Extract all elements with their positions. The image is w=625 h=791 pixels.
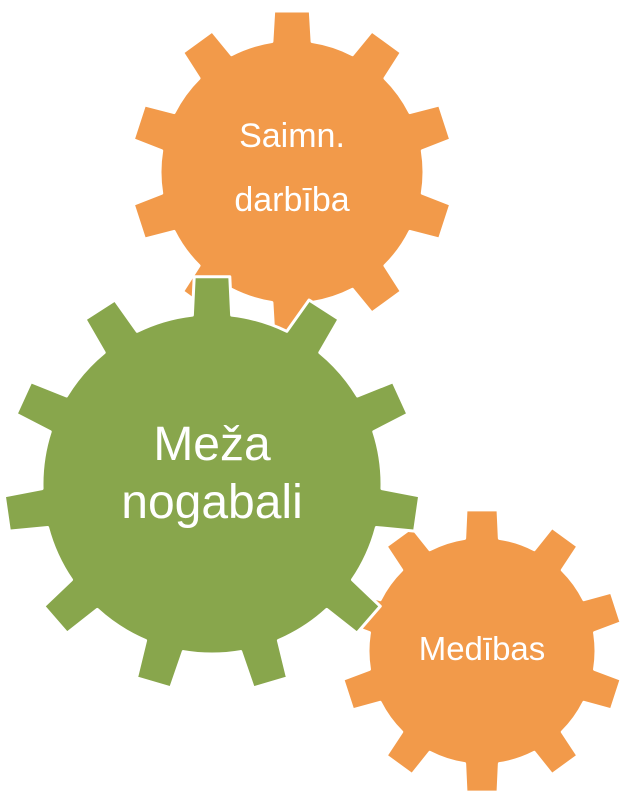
gear-saimn-darbiba-label-line-1: Saimn. <box>239 117 345 155</box>
gear-meza-nogabali-label-line-2: nogabali <box>121 476 303 529</box>
gear-meza-nogabali-label-line-1: Meža <box>153 418 271 471</box>
gear-medibas: Medības <box>341 508 623 791</box>
gear-medibas-label: Medības <box>419 630 546 667</box>
gear-medibas-shape <box>341 508 623 791</box>
gear-saimn-darbiba-shape <box>131 9 453 335</box>
gear-saimn-darbiba-label-line-2: darbība <box>234 181 349 219</box>
gear-meza-nogabali: Meža nogabali <box>2 275 422 690</box>
gear-saimn-darbiba: Saimn. darbība <box>131 9 453 335</box>
gear-meza-nogabali-shape <box>2 275 422 690</box>
